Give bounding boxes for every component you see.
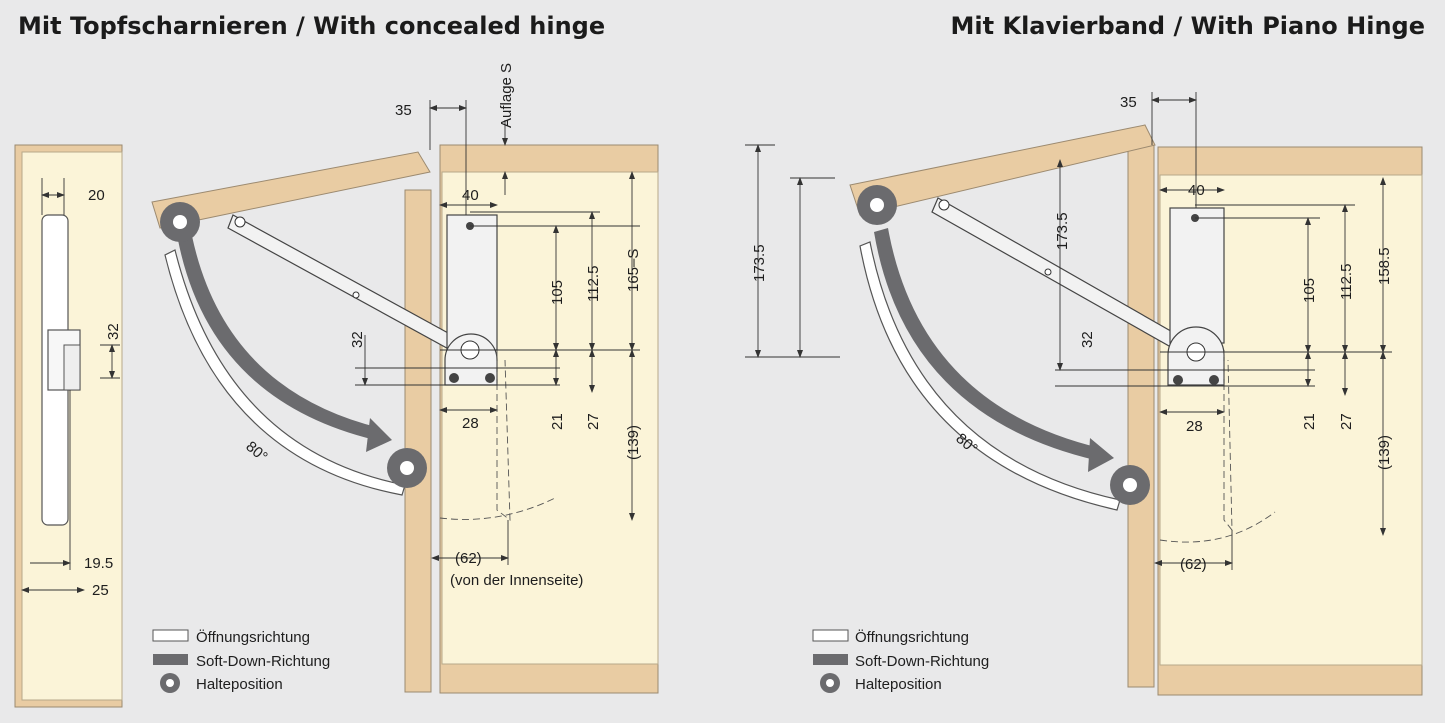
- left-dim-28: 28: [462, 415, 479, 432]
- right-dim-21: 21: [1301, 413, 1318, 430]
- left-dim-21: 21: [549, 413, 566, 430]
- left-dim-27: 27: [585, 413, 602, 430]
- left-soft-down-arrow: [178, 236, 380, 440]
- left-flap-closed: [404, 189, 432, 693]
- left-dim-35: 35: [395, 102, 412, 119]
- side-dim-25: 25: [92, 582, 109, 599]
- right-dim-112-5: 112.5: [1338, 264, 1355, 300]
- right-dim-62: (62): [1180, 556, 1207, 573]
- legend-opening: Öffnungsrichtung: [196, 628, 310, 646]
- right-dim-105: 105: [1301, 278, 1318, 303]
- right-diagram: 35 40 173.5 173.5 105 112.5 158.5 32: [745, 92, 1423, 696]
- legend-left: Öffnungsrichtung Soft-Down-Richtung Halt…: [152, 628, 330, 693]
- opening-swatch: [812, 629, 849, 642]
- right-dim-27: 27: [1338, 413, 1355, 430]
- left-mount-plate: [446, 214, 498, 351]
- left-dim-139: (139): [625, 425, 642, 460]
- legend-right: Öffnungsrichtung Soft-Down-Richtung Halt…: [812, 628, 989, 693]
- right-dim-158-5: 158.5: [1376, 247, 1393, 285]
- side-view: 20 32 19.5 25: [14, 144, 123, 708]
- legend-opening: Öffnungsrichtung: [855, 628, 969, 646]
- title-piano-hinge: Mit Klavierband / With Piano Hinge: [950, 12, 1425, 40]
- title-concealed-hinge: Mit Topfscharnieren / With concealed hin…: [18, 12, 606, 40]
- right-flap-open: [849, 124, 1156, 216]
- left-flap-open: [151, 151, 431, 229]
- legend-hold: Halteposition: [196, 676, 283, 693]
- right-flap-closed: [1127, 144, 1155, 688]
- left-mechanism: [444, 333, 498, 386]
- left-diagram: 35 Auflage S 40 105 112.5 165–S 32 21 27: [151, 63, 659, 694]
- left-inner-note: (von der Innenseite): [450, 572, 583, 589]
- right-dim-173-5-inner: 173.5: [1054, 212, 1071, 250]
- soft-down-swatch: [813, 654, 848, 665]
- left-dim-112-5: 112.5: [585, 266, 602, 302]
- left-dim-32: 32: [349, 331, 366, 348]
- left-dim-auflage: Auflage S: [498, 63, 515, 128]
- right-soft-down-arrow: [874, 228, 1100, 460]
- right-dim-173-5-outer: 173.5: [751, 244, 768, 282]
- right-dim-32: 32: [1079, 331, 1096, 348]
- legend-soft-down: Soft-Down-Richtung: [196, 653, 330, 670]
- legend-soft-down: Soft-Down-Richtung: [855, 653, 989, 670]
- legend-hold: Halteposition: [855, 676, 942, 693]
- right-dim-35: 35: [1120, 94, 1137, 111]
- right-dim-40: 40: [1188, 182, 1205, 199]
- right-dim-28: 28: [1186, 418, 1203, 435]
- side-hinge-bracket: [63, 344, 81, 391]
- left-dim-80: 80°: [242, 438, 270, 466]
- left-dim-105: 105: [549, 280, 566, 305]
- right-dim-139: (139): [1376, 435, 1393, 470]
- left-opening-arrow: [164, 249, 406, 496]
- side-dim-20: 20: [88, 187, 105, 204]
- right-mount-plate: [1169, 207, 1225, 344]
- left-dim-40: 40: [462, 187, 479, 204]
- soft-down-swatch: [153, 654, 188, 665]
- side-inner: [21, 151, 123, 701]
- right-opening-arrow: [859, 241, 1121, 511]
- side-dim-32: 32: [105, 323, 122, 340]
- opening-swatch: [152, 629, 189, 642]
- left-dim-62: (62): [455, 550, 482, 567]
- side-dim-19-5: 19.5: [84, 555, 113, 572]
- left-dim-165-s: 165–S: [625, 249, 642, 292]
